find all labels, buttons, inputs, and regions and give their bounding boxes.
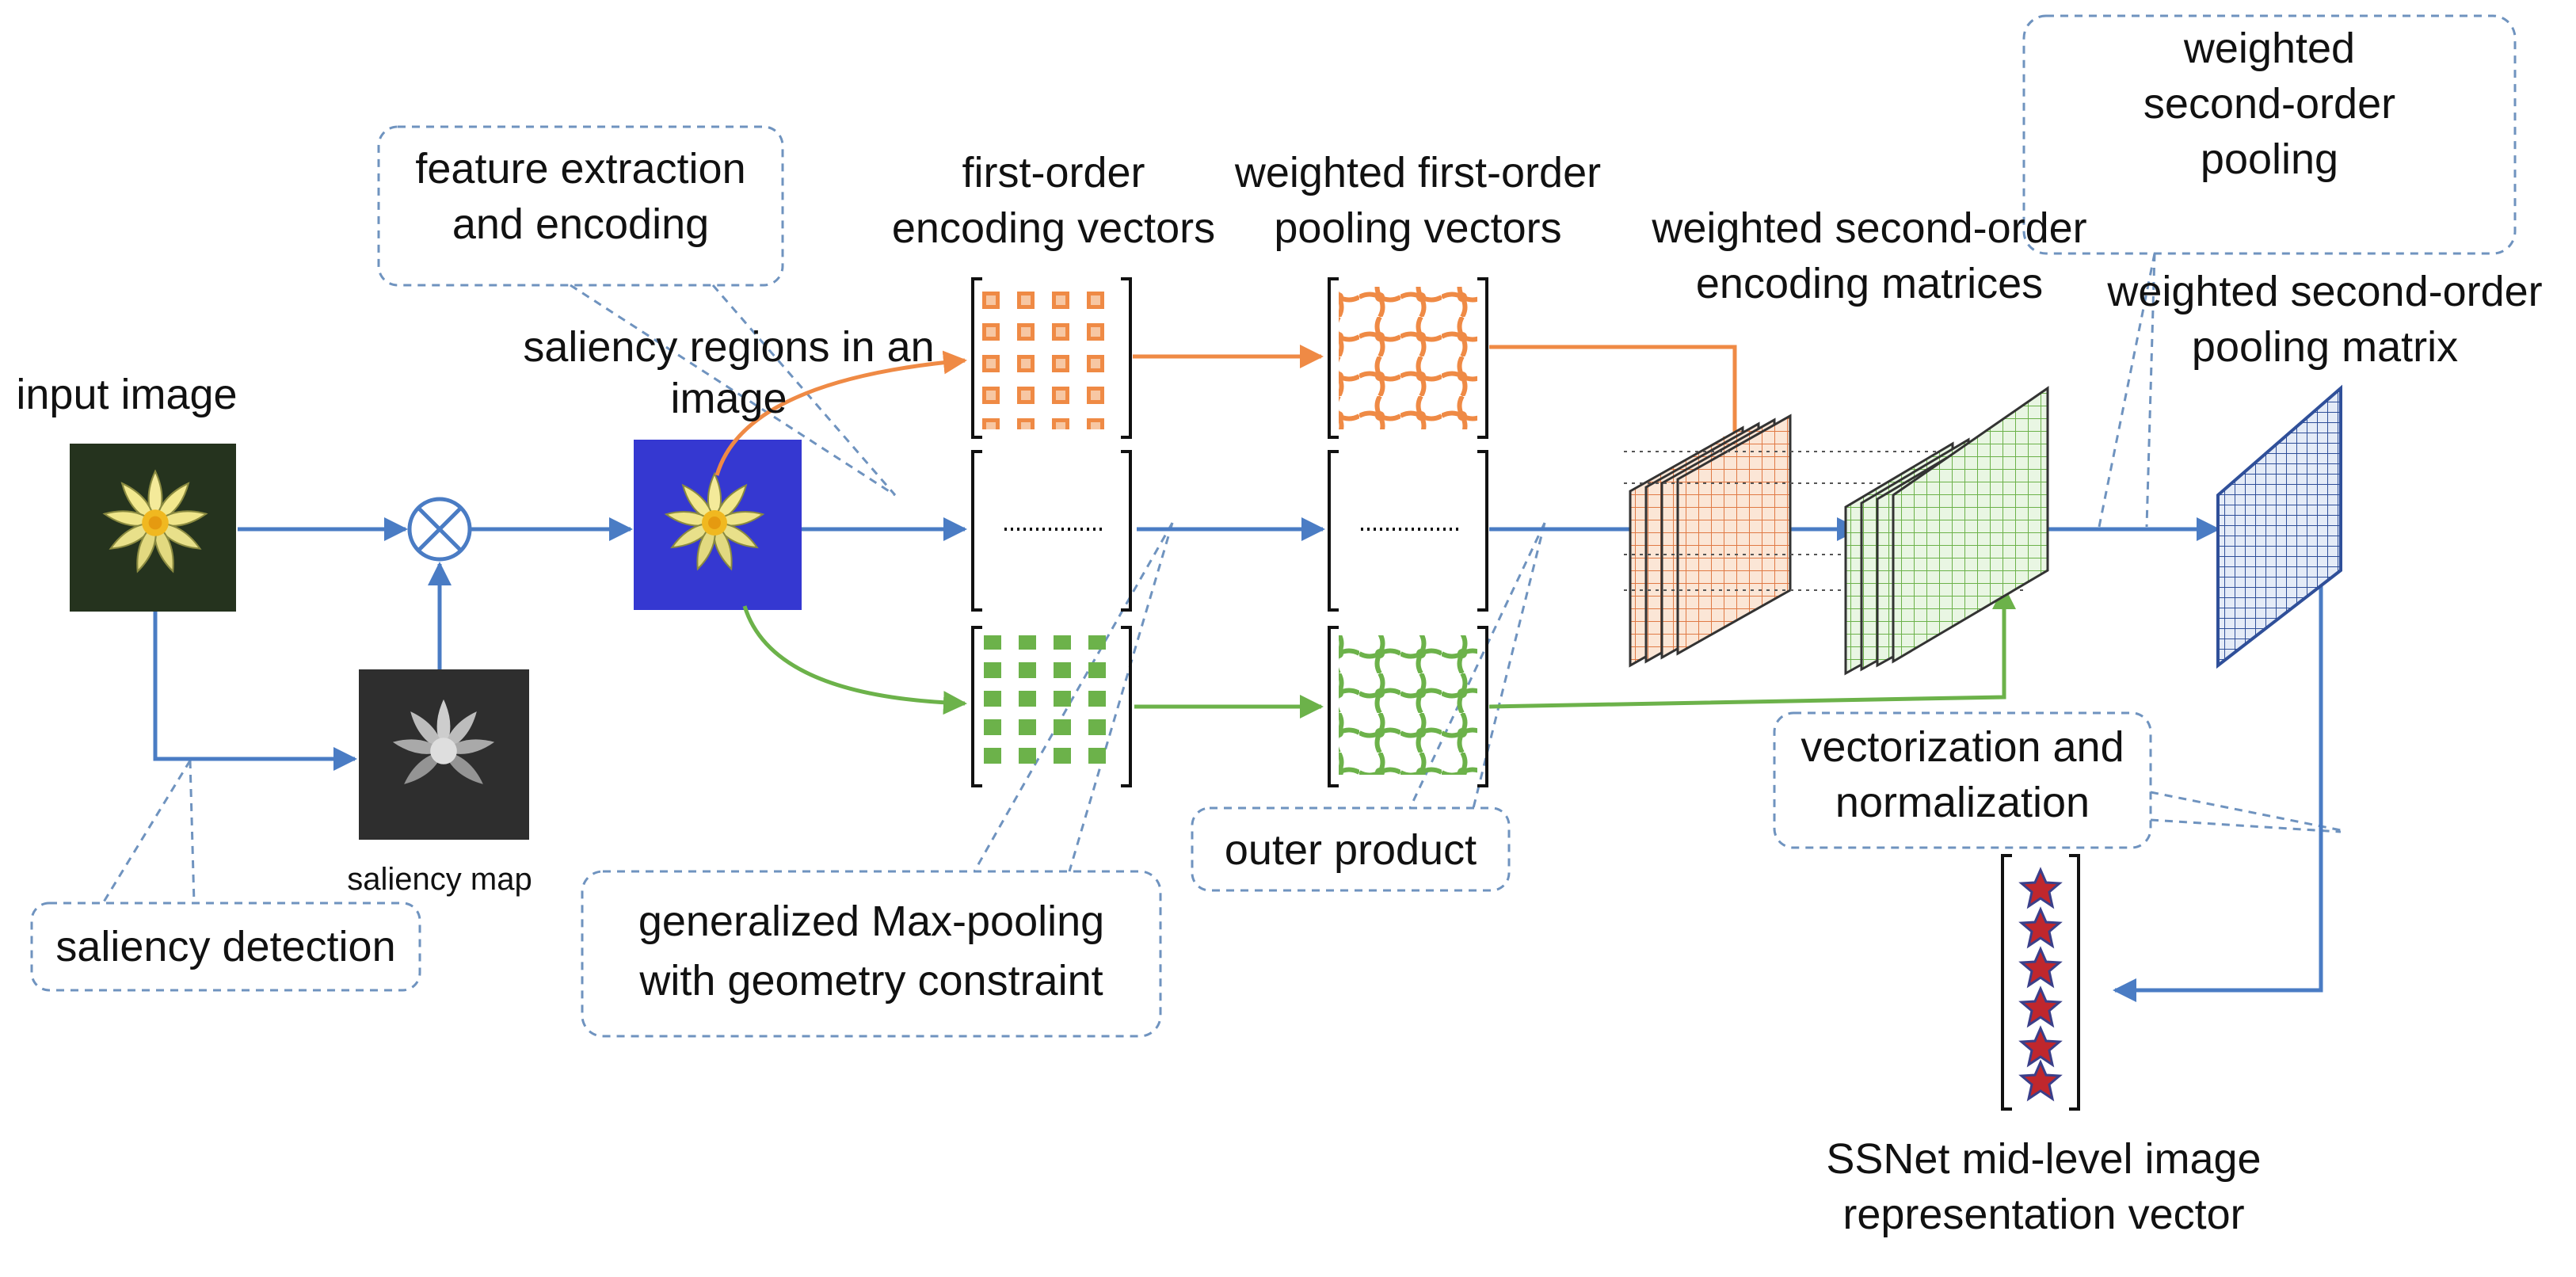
- label-outer-product: outer product: [1224, 826, 1477, 874]
- callout-weighted-second-order-pooling: [2022, 14, 2517, 255]
- star-icon: [2020, 908, 2061, 947]
- input-image: [70, 444, 236, 612]
- label-vectorization-2: normalization: [1835, 779, 2090, 826]
- callout-vectorization: [1773, 711, 2152, 849]
- label-weighted-second-order-pool-1: weighted: [2183, 25, 2356, 72]
- weighted-first-order-green-block: [1328, 626, 1488, 787]
- label-saliency-regions-1: saliency regions in an: [523, 323, 935, 371]
- star-icon: [2020, 947, 2061, 987]
- first-order-green-block: [971, 626, 1132, 787]
- orange-matrix-stack: [1629, 414, 1792, 668]
- saliency-regions-image: [634, 440, 802, 610]
- label-vectorization-1: vectorization and: [1801, 723, 2124, 771]
- weighted-first-order-empty-block: [1328, 450, 1488, 612]
- multiply-circle-icon: [407, 497, 472, 562]
- label-saliency-detection: saliency detection: [55, 923, 396, 970]
- label-weighted-second-order-enc-2: encoding matrices: [1695, 260, 2044, 307]
- callout-feature-extraction: [377, 125, 784, 287]
- label-input-image: input image: [16, 371, 238, 418]
- callout-outer-product: [1191, 806, 1511, 892]
- star-icon: [2020, 1027, 2061, 1066]
- label-first-order-1: first-order: [962, 149, 1145, 196]
- label-feature-extraction-2: and encoding: [452, 200, 710, 248]
- label-weighted-second-order-pool-2: second-order: [2143, 80, 2396, 128]
- label-generalized-2: with geometry constraint: [639, 957, 1103, 1004]
- first-order-orange-block: [971, 277, 1132, 439]
- label-first-order-2: encoding vectors: [891, 204, 1216, 252]
- label-feature-extraction-1: feature extraction: [415, 145, 746, 193]
- label-weighted-second-order-matrix-2: pooling matrix: [2191, 323, 2459, 371]
- green-matrix-stack: [1844, 386, 2049, 676]
- label-weighted-second-order-matrix-1: weighted second-order: [2107, 268, 2543, 315]
- callout-generalized-maxpool: [581, 870, 1162, 1038]
- callout-saliency-detection: [30, 902, 421, 992]
- star-icon: [2020, 1061, 2061, 1100]
- star-icon: [2020, 868, 2061, 908]
- label-weighted-second-order-pool-3: pooling: [2200, 135, 2339, 183]
- label-weighted-first-order-1: weighted first-order: [1234, 149, 1602, 196]
- label-ssnet-2: representation vector: [1842, 1191, 2245, 1238]
- ssnet-vector: [2001, 854, 2080, 1111]
- first-order-empty-block: [971, 450, 1132, 612]
- weighted-first-order-orange-block: [1328, 277, 1488, 439]
- label-saliency-map: saliency map: [347, 862, 532, 897]
- label-weighted-first-order-2: pooling vectors: [1274, 204, 1562, 252]
- pooling-matrix: [2216, 384, 2342, 669]
- label-weighted-second-order-enc-1: weighted second-order: [1652, 204, 2087, 252]
- label-ssnet-1: SSNet mid-level image: [1826, 1135, 2262, 1183]
- label-generalized-1: generalized Max-pooling: [638, 898, 1105, 945]
- star-icon: [2020, 987, 2061, 1027]
- label-saliency-regions-2: image: [670, 375, 787, 422]
- saliency-map-image: [359, 669, 529, 840]
